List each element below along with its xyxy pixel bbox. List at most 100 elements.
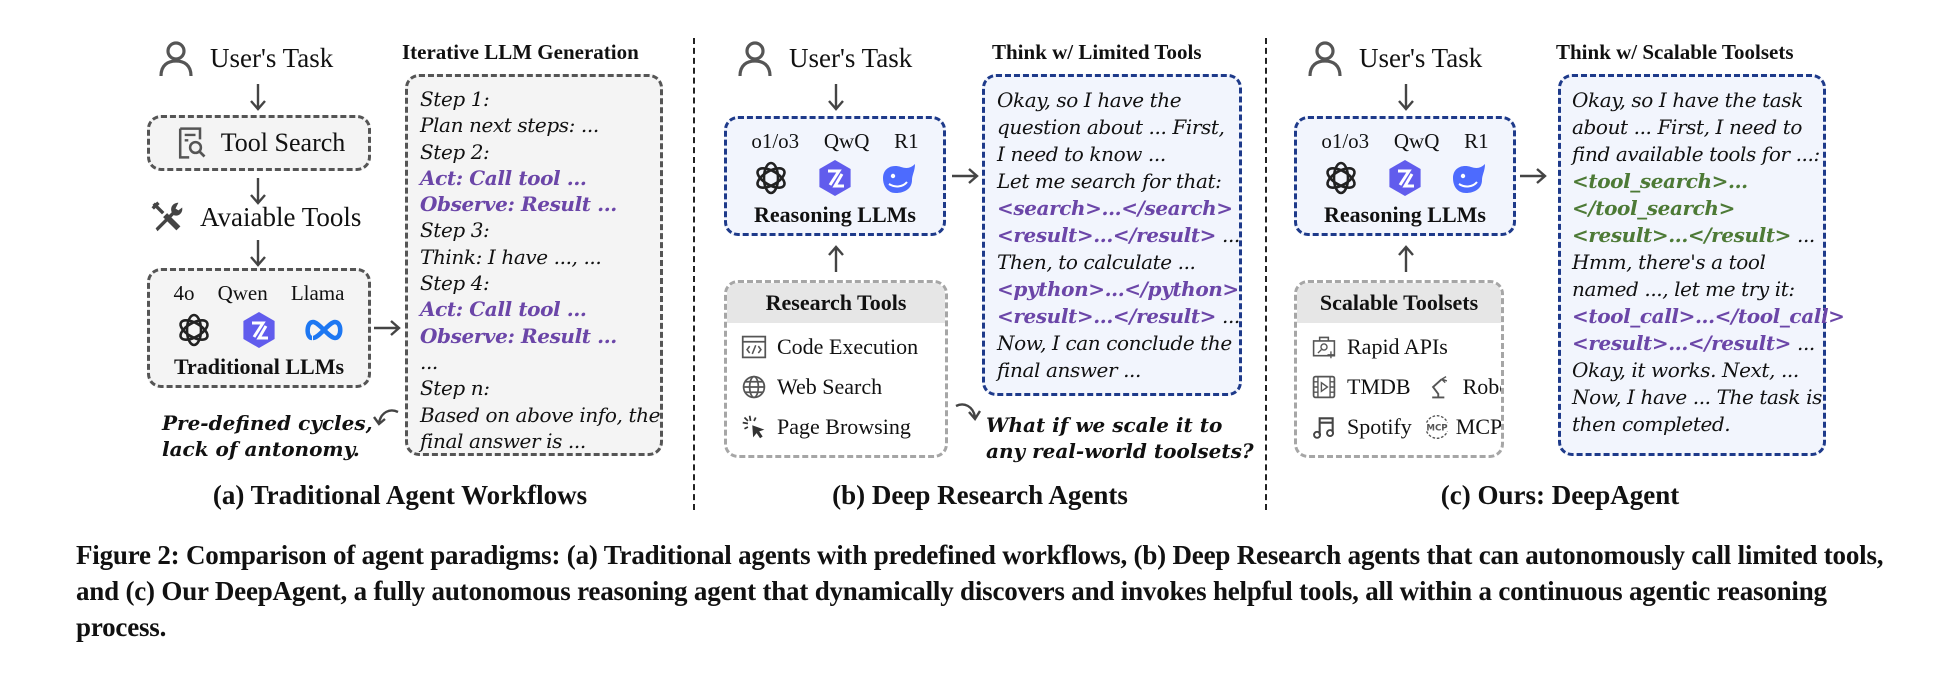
globe-icon: [741, 374, 767, 400]
reasoning-line: <tool_search>...: [1572, 168, 1845, 195]
reasoning-line: question about ... First,: [997, 114, 1240, 141]
reasoning-line: then completed.: [1572, 411, 1845, 438]
reasoning-line: find available tools for ...:: [1572, 141, 1845, 168]
tool-label: Robot: [1462, 374, 1501, 399]
qwen-icon: [1385, 158, 1425, 198]
reasoning-line: Then, to calculate ...: [997, 249, 1240, 276]
deepseek-icon: [1449, 158, 1489, 198]
scalable-toolsets-box: Scalable Toolsets Rapid APIs TMDB Robot …: [1294, 280, 1504, 458]
step-line: Step n:: [420, 376, 490, 401]
tool-tag-segment: <result>...</result>: [1572, 223, 1792, 247]
reasoning-line: <search>...</search>: [997, 195, 1240, 222]
curved-arrow-icon: [373, 409, 399, 426]
reasoning-line: <result>...</result> ...: [1572, 330, 1845, 357]
user-task: User's Task: [156, 38, 333, 78]
step-line: Plan next steps: ...: [420, 113, 599, 138]
reasoning-line: I need to know ...: [997, 141, 1240, 168]
note-line: any real-world toolsets?: [986, 439, 1254, 463]
arrow-up-icon: [1396, 244, 1416, 274]
reasoning-text-segment: I need to know ...: [997, 142, 1166, 166]
llm-group-label: Reasoning LLMs: [1324, 202, 1486, 227]
llm-name: R1: [894, 129, 919, 153]
tool-label: MCPs: [1455, 414, 1503, 439]
reasoning-heading: Think w/ Scalable Toolsets: [1556, 40, 1794, 64]
generation-heading: Iterative LLM Generation: [402, 40, 639, 64]
panel-a-note: Pre-defined cycles, lack of antonomy.: [162, 410, 373, 462]
tool-tag-segment: <result>...</result>: [1572, 331, 1792, 355]
reasoning-line: Now, I have ... The task is: [1572, 384, 1845, 411]
user-task-label: User's Task: [210, 42, 334, 73]
curved-arrow-icon: [955, 403, 982, 422]
figure-caption: Figure 2: Comparison of agent paradigms:…: [76, 540, 1884, 642]
reasoning-text-segment: ...: [1791, 331, 1815, 355]
user-icon: [735, 38, 775, 78]
reasoning-text-segment: then completed.: [1572, 412, 1731, 436]
tool-tag-segment: <tool_call>...</tool_call>: [1572, 304, 1845, 328]
reasoning-line: named ..., let me try it:: [1572, 276, 1845, 303]
reasoning-text-segment: Let me search for that:: [997, 169, 1222, 193]
llm-name: R1: [1464, 129, 1489, 153]
tool-search-icon: [173, 125, 209, 161]
reasoning-line: Let me search for that:: [997, 168, 1240, 195]
llm-name: o1/o3: [751, 129, 800, 153]
openai-icon: [751, 158, 791, 198]
step-line: Act: Call tool ...: [420, 165, 587, 190]
tool-search-box: Tool Search: [147, 115, 371, 171]
arrow-right-icon: [950, 166, 980, 186]
reasoning-text-segment: Okay, so I have the task: [1572, 88, 1803, 112]
reasoning-text-segment: find available tools for ...:: [1572, 142, 1820, 166]
llm-name: QwQ: [823, 129, 870, 153]
film-icon: [1311, 374, 1337, 400]
tool-tag-segment: <result>...</result>: [997, 304, 1217, 328]
subcaption-a: (a) Traditional Agent Workflows: [212, 480, 588, 510]
reasoning-line: <python>...</python>: [997, 276, 1240, 303]
reasoning-text-segment: Now, I have ... The task is: [1572, 385, 1822, 409]
reasoning-text-segment: about ... First, I need to: [1572, 115, 1802, 139]
tools-heading: Research Tools: [727, 283, 945, 323]
reasoning-line: Okay, it works. Next, ...: [1572, 357, 1845, 384]
reasoning-line: <result>...</result> ...: [1572, 222, 1845, 249]
llm-name: 4o: [173, 281, 195, 305]
llm-name: Qwen: [217, 281, 268, 305]
reasoning-box: [1558, 74, 1826, 456]
llm-name: QwQ: [1393, 129, 1440, 153]
generation-steps: Step 1:Plan next steps: ...Step 2:Act: C…: [420, 86, 660, 454]
step-line: final answer is ...: [420, 428, 586, 453]
reasoning-line: <result>...</result> ...: [997, 303, 1240, 330]
panel-b-note: What if we scale it to any real-world to…: [986, 412, 1254, 464]
tool-tag-segment: <python>...</python>: [997, 277, 1239, 301]
note-line: What if we scale it to: [986, 413, 1223, 437]
tool-item: Web Search: [727, 367, 945, 407]
separator-bc: [1265, 38, 1267, 510]
tool-item: Spotify MCPs: [1297, 407, 1501, 447]
reasoning-text-segment: ...: [1216, 223, 1240, 247]
tool-item: Page Browsing: [727, 407, 945, 447]
user-task-label: User's Task: [1359, 42, 1483, 73]
reasoning-text-segment: final answer ...: [997, 358, 1141, 382]
step-line: Based on above info, the: [420, 402, 661, 427]
deepseek-icon: [879, 158, 919, 198]
subcaption-c: (c) Ours: DeepAgent: [1440, 480, 1680, 510]
user-icon: [156, 38, 196, 78]
reasoning-llms-box: o1/o3 QwQ R1 Reasoning LLMs: [1294, 116, 1516, 236]
reasoning-line: Now, I can conclude the: [997, 330, 1240, 357]
openai-icon: [174, 310, 214, 350]
tools-heading: Scalable Toolsets: [1297, 283, 1501, 323]
step-line: Step 4:: [420, 271, 490, 296]
step-line: Step 3:: [420, 218, 490, 243]
reasoning-text: Okay, so I have the task about ... First,…: [1572, 87, 1845, 438]
reasoning-heading: Think w/ Limited Tools: [992, 40, 1202, 64]
reasoning-line: final answer ...: [997, 357, 1240, 384]
subcaption-b: (b) Deep Research Agents: [832, 480, 1128, 510]
tool-item: Code Execution: [727, 327, 945, 367]
openai-icon: [1321, 158, 1361, 198]
rapid-api-icon: [1311, 334, 1337, 360]
llm-name: Llama: [290, 281, 345, 305]
tool-item: Rapid APIs: [1297, 327, 1501, 367]
tool-label: Code Execution: [777, 334, 919, 359]
llm-group-label: Traditional LLMs: [173, 354, 345, 379]
reasoning-text-segment: Hmm, there's a tool: [1572, 250, 1766, 274]
note-line: Pre-defined cycles,: [162, 411, 373, 435]
reasoning-text-segment: Okay, it works. Next, ...: [1572, 358, 1799, 382]
code-icon: [741, 334, 767, 360]
